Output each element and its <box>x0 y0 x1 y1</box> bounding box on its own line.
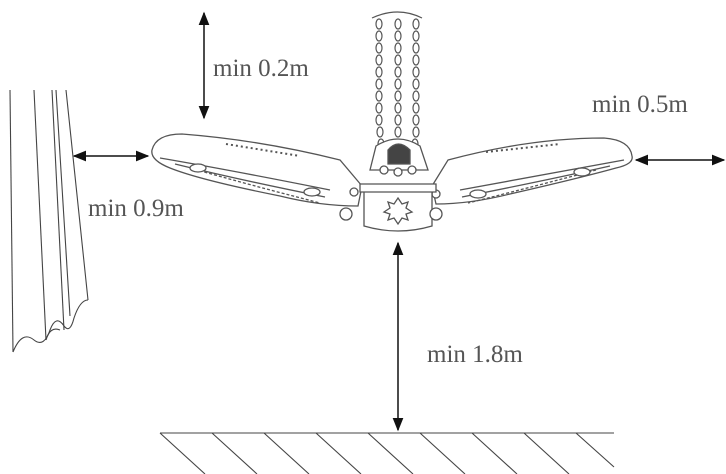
hanging-chains <box>371 11 423 162</box>
heater-arm-left <box>151 133 363 207</box>
wall-clearance-label: min 0.9m <box>88 195 184 222</box>
floor <box>159 432 615 474</box>
chain-right <box>410 18 420 162</box>
heater-arm-right <box>431 137 633 205</box>
wall-column <box>9 89 89 353</box>
heater-fixture <box>151 133 633 232</box>
floor-clearance-label: min 1.8m <box>427 341 523 368</box>
dimension-arrows <box>72 11 726 432</box>
chain-left <box>375 18 386 162</box>
chain-middle <box>394 18 402 138</box>
side-clearance-label: min 0.5m <box>592 91 688 118</box>
heater-center-body <box>339 138 443 232</box>
top-clearance-label: min 0.2m <box>213 55 309 82</box>
